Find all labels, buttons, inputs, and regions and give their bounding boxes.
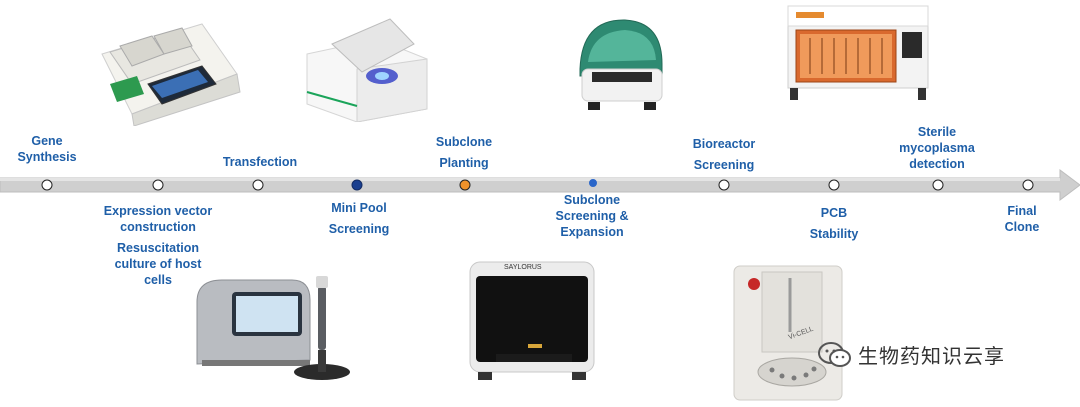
watermark: 生物药知识云享: [818, 340, 1005, 369]
milestone-dot-pcb: [829, 180, 840, 191]
milestone-dot-subclone-screening: [589, 179, 597, 187]
milestone-dot-sterile: [933, 180, 944, 191]
watermark-text: 生物药知识云享: [858, 340, 1005, 369]
imaging-system-image: [302, 14, 432, 122]
bioreactor-image: [786, 4, 930, 102]
milestone-dot-subclone-planting: [460, 180, 471, 191]
milestone-dot-transfection: [253, 180, 264, 191]
cell-counter-image: Vi-CELL: [732, 262, 844, 402]
milestone-dot-mini-pool: [352, 180, 363, 191]
milestone-dot-bioreactor: [719, 180, 730, 191]
cell-imager-image: SAYLORUS: [466, 258, 598, 382]
milestone-dot-expression-vector: [153, 180, 164, 191]
thermal-cycler-image: [92, 14, 242, 126]
electroporator-image: [192, 272, 352, 392]
wechat-icon: [818, 341, 852, 369]
milestone-dot-final-clone: [1023, 180, 1034, 191]
cell-analyzer-image: [570, 14, 670, 114]
imager-brand-text: SAYLORUS: [504, 264, 542, 271]
milestone-dot-gene-synthesis: [42, 180, 53, 191]
label-transfection: Transfection: [223, 154, 297, 170]
